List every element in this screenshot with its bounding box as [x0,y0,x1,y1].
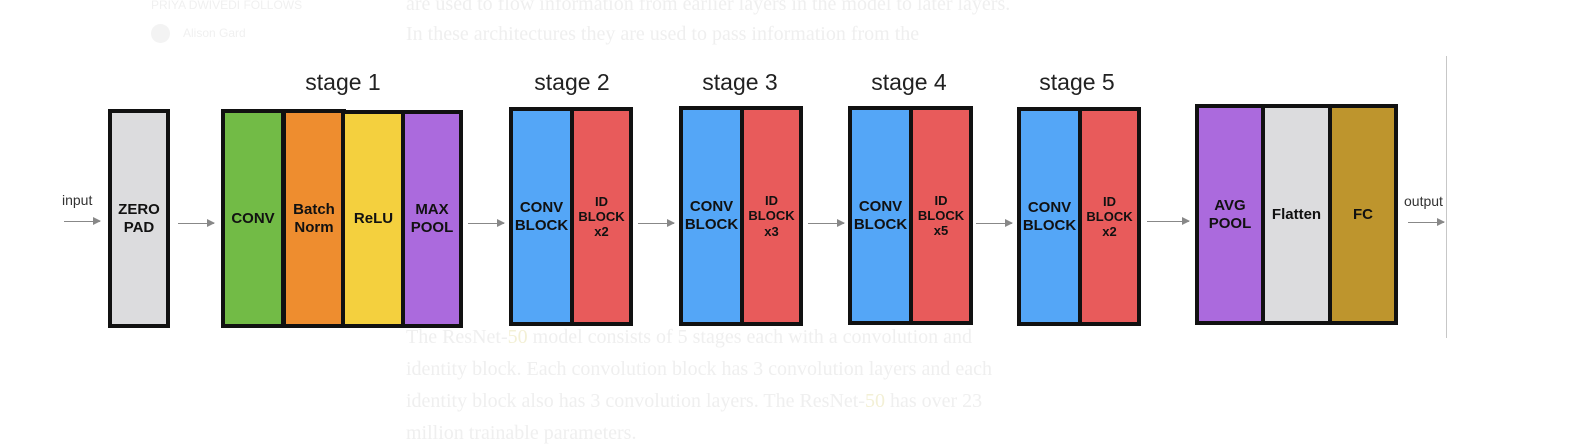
panel-divider [1446,56,1447,338]
arrow [1408,218,1445,226]
stage-4-id-block: ID BLOCK x5 [909,106,973,325]
arrow [178,219,215,227]
article-text-line: The ResNet-50 model consists of 5 stages… [406,326,972,349]
text-segment: The ResNet- [406,326,508,348]
author-heading: PRIYA DWIVEDI FOLLOWS [151,0,303,12]
relu-block: ReLU [341,110,406,328]
stage-1-label: stage 1 [305,69,381,95]
author-name[interactable]: Alison Gard [183,26,246,40]
highlight: 50 [507,326,528,348]
fc-block: FC [1328,104,1398,325]
batch-norm-block: Batch Norm [282,109,346,328]
article-text-line: identity block. Each convolution block h… [406,358,992,380]
article-text-line: are used to flow information from earlie… [406,0,1011,15]
arrow [64,217,101,225]
stage-5-id-block: ID BLOCK x2 [1078,107,1141,326]
arrow [976,219,1013,227]
text-segment: model consists of 5 stages each with a c… [527,326,972,348]
arrow [808,219,845,227]
max-pool-block: MAX POOL [401,110,463,328]
stage-5-label: stage 5 [1039,69,1115,95]
flatten-block: Flatten [1261,104,1332,325]
text-segment: identity block also has 3 convolution la… [406,390,865,412]
arrow [1147,217,1190,225]
highlight: 50 [864,390,885,412]
zero-pad-block: ZERO PAD [108,109,170,328]
text-segment: has over 23 [884,390,983,412]
stage-3-label: stage 3 [702,69,778,95]
output-label: output [1404,193,1443,209]
stage-2-id-block: ID BLOCK x2 [570,107,633,326]
stage-4-conv-block: CONV BLOCK [848,106,913,325]
arrow [468,219,505,227]
article-text-line: million trainable parameters. [406,422,637,444]
stage-4-label: stage 4 [871,69,947,95]
stage-2-label: stage 2 [534,69,610,95]
conv-block: CONV [221,109,285,328]
stage-5-conv-block: CONV BLOCK [1017,107,1082,326]
arrow [638,219,675,227]
stage-3-conv-block: CONV BLOCK [679,106,744,326]
article-text-line: In these architectures they are used to … [406,23,920,45]
article-text-line: identity block also has 3 convolution la… [406,390,982,413]
stage-2-conv-block: CONV BLOCK [509,107,574,326]
avatar[interactable] [151,24,170,43]
input-label: input [62,192,93,208]
avg-pool-block: AVG POOL [1195,104,1265,325]
stage-3-id-block: ID BLOCK x3 [740,106,803,326]
